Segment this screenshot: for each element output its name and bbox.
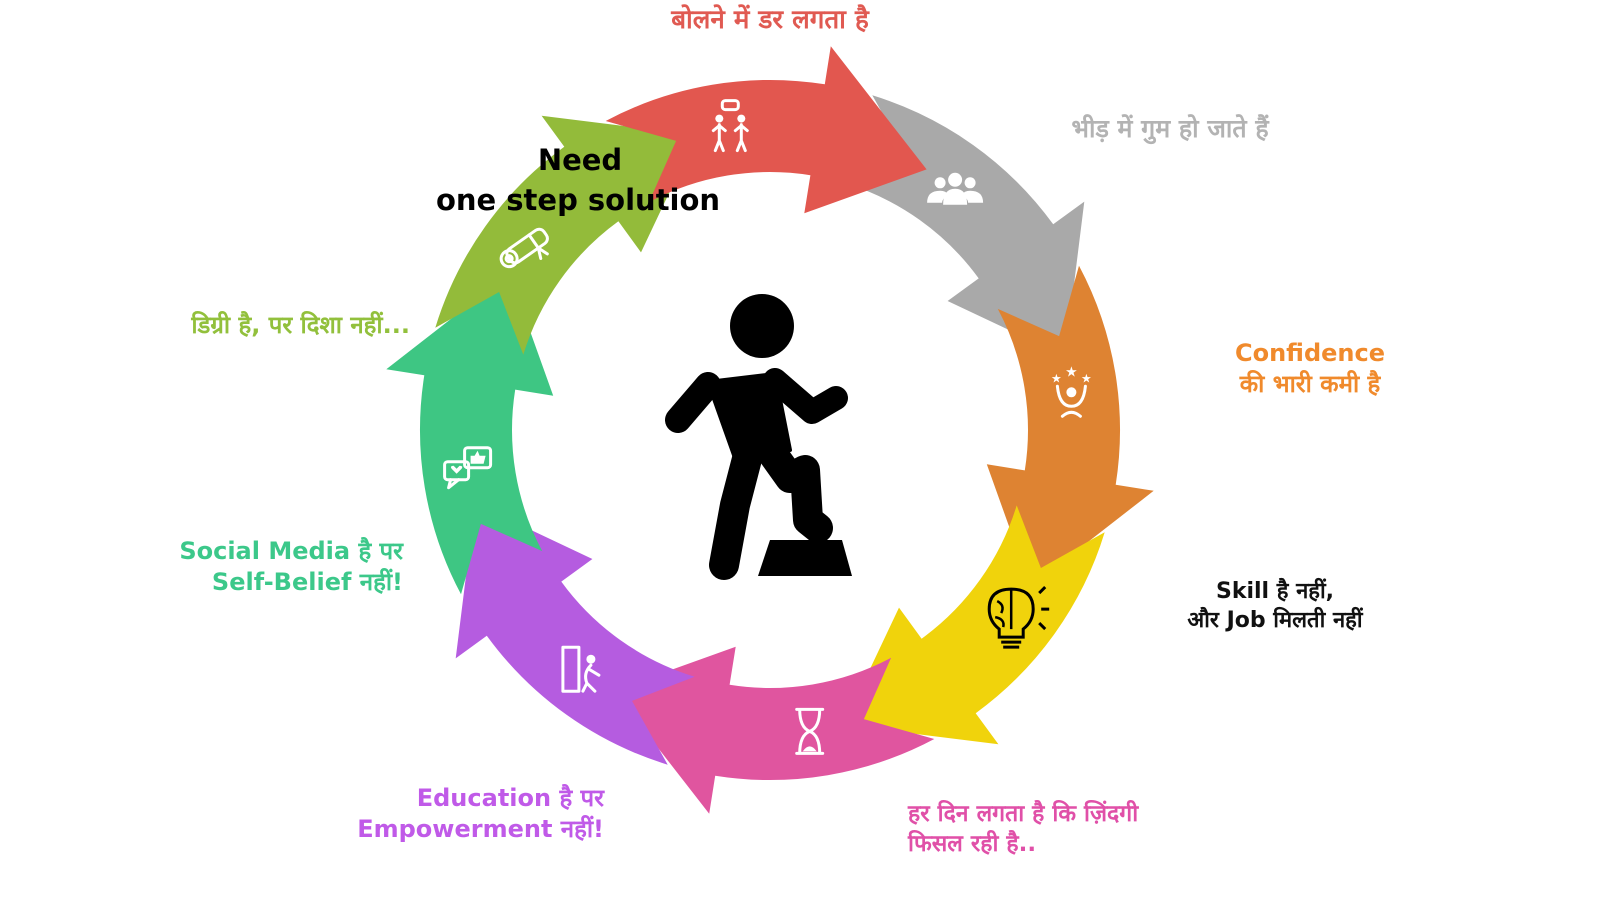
label-slipping: हर दिन लगता है कि ज़िंदगी फिसल रही है.. [908, 800, 1248, 860]
label-education-line2: Empowerment नहीं! [357, 815, 604, 844]
label-confidence: Confidence की भारी कमी है [1180, 338, 1440, 400]
label-education-line1: Education है पर [416, 784, 604, 812]
segment-arrow-slipping [613, 646, 935, 814]
label-social-line2: Self-Belief नहीं! [211, 568, 403, 597]
label-skill-line1: Skill है नहीं, [1215, 579, 1335, 604]
segment-arrow-education [455, 503, 695, 765]
group-icon [927, 172, 984, 205]
segment-arrow-confidence [986, 265, 1154, 587]
person-stepping-up-icon [665, 294, 852, 580]
label-fear: बोलने में डर लगता है [560, 4, 980, 38]
label-fear-line1: बोलने में डर लगता है [671, 5, 869, 35]
label-education: Education है पर Empowerment नहीं! [300, 783, 604, 845]
svg-text:★: ★ [1081, 371, 1092, 385]
svg-text:★: ★ [1051, 371, 1062, 385]
person-door-icon [561, 645, 601, 693]
label-skill: Skill है नहीं, और Job मिलती नहीं [1150, 578, 1400, 635]
label-slipping-line1: हर दिन लगता है कि ज़िंदगी [908, 801, 1139, 827]
cycle-segments: ★★★ [386, 46, 1154, 814]
hourglass-icon [795, 707, 825, 755]
center-title-line2: one step solution [436, 183, 720, 217]
segment-arrow-degree [435, 115, 697, 355]
svg-text:★: ★ [1065, 364, 1078, 380]
label-confidence-line2: की भारी कमी है [1239, 370, 1381, 399]
people-talking-icon [711, 99, 749, 153]
segment-arrow-social [386, 273, 554, 595]
label-crowd-line1: भीड़ में गुम हो जाते हैं [1071, 114, 1269, 143]
label-degree: डिग्री है, पर दिशा नहीं... [100, 310, 410, 341]
brain-bulb-icon [987, 586, 1050, 649]
star-person-icon: ★★★ [1051, 364, 1092, 418]
segment-arrow-fear [605, 46, 927, 214]
label-skill-line2: और Job मिलती नहीं [1187, 607, 1363, 633]
label-crowd: भीड़ में गुम हो जाते हैं [1020, 113, 1320, 146]
chat-like-icon [443, 446, 493, 490]
diploma-icon [499, 227, 549, 269]
label-social-line1: Social Media है पर [179, 537, 403, 565]
label-social: Social Media है पर Self-Belief नहीं! [130, 536, 403, 598]
center-title-line1: Need [538, 143, 622, 177]
label-confidence-line1: Confidence [1234, 339, 1386, 367]
segment-arrow-skill [843, 505, 1105, 745]
label-degree-line1: डिग्री है, पर दिशा नहीं... [191, 311, 410, 339]
label-slipping-line2: फिसल रही है.. [908, 830, 1037, 857]
